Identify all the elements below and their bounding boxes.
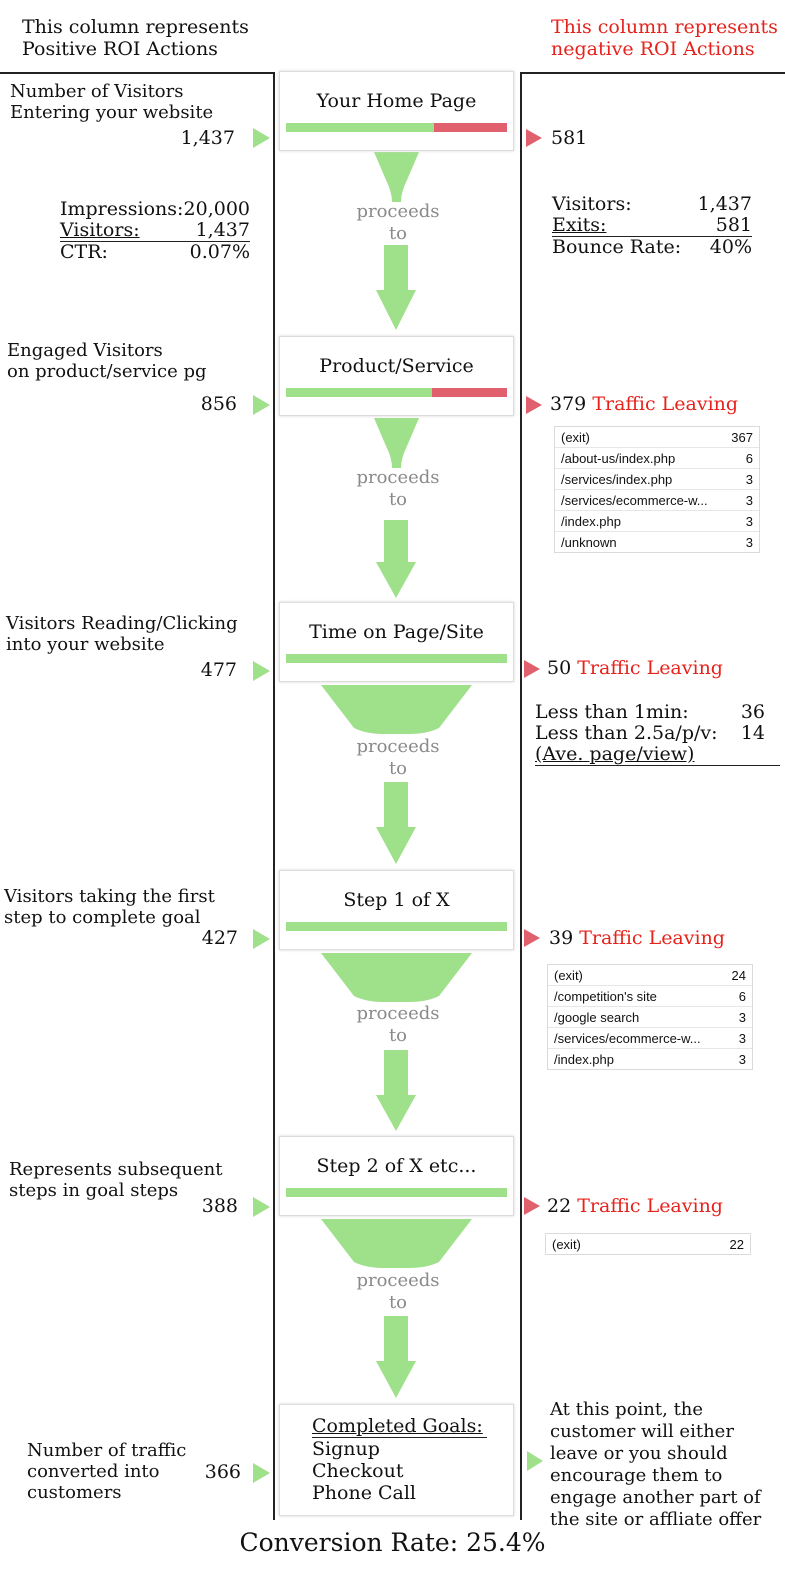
arrow-shaft-2 (384, 520, 408, 562)
step5-bar (286, 1188, 507, 1197)
step2-left-label: Engaged Visitors on product/service pg (7, 340, 207, 382)
arrow-head-1 (376, 290, 416, 330)
right-column-line (520, 72, 522, 1520)
time-stats: Less than 1min:36 Less than 2.5a/p/v:14 … (535, 702, 785, 766)
funnel-shape-1 (374, 152, 419, 202)
step4-positive-arrow-icon (253, 929, 270, 949)
step4-right-value: 39 Traffic Leaving (549, 927, 725, 949)
step3-negative-arrow-icon (524, 660, 540, 678)
step5-value: 388 (201, 1195, 238, 1217)
step5-negative-arrow-icon (524, 1197, 540, 1215)
right-top-rule (520, 72, 785, 74)
step5-positive-arrow-icon (253, 1197, 270, 1217)
step4-value: 427 (201, 927, 238, 949)
step4-box-title: Step 1 of X (343, 889, 450, 911)
completed-goals-box: Completed Goals: Signup Checkout Phone C… (279, 1404, 514, 1516)
step5-box: Step 2 of X etc... (279, 1136, 514, 1216)
step1-box-title: Your Home Page (316, 90, 477, 112)
step4-bar (286, 922, 507, 931)
step2-bar (286, 388, 507, 397)
funnel-shape-2 (374, 418, 419, 468)
step3-box-title: Time on Page/Site (309, 621, 484, 643)
left-column-header: This column represents Positive ROI Acti… (22, 16, 249, 60)
step5-right-value: 22 Traffic Leaving (547, 1195, 723, 1217)
step1-value: 1,437 (180, 127, 235, 149)
arrow-head-5 (376, 1361, 416, 1398)
step2-box-title: Product/Service (319, 355, 474, 377)
step4-negative-arrow-icon (524, 929, 540, 947)
step1-box: Your Home Page (279, 71, 514, 151)
funnel-shape-3 (321, 685, 472, 734)
step5-box-title: Step 2 of X etc... (316, 1155, 477, 1177)
step1-negative-arrow-icon (526, 129, 542, 147)
arrow-shaft-3 (384, 782, 408, 827)
final-positive-arrow-icon (253, 1463, 270, 1483)
final-right-arrow-icon (527, 1451, 543, 1471)
step1-bar (286, 123, 507, 132)
step3-positive-arrow-icon (253, 661, 270, 681)
left-column-line (273, 72, 275, 1520)
step4-left-label: Visitors taking the first step to comple… (4, 886, 215, 928)
arrow-shaft-1 (384, 245, 408, 290)
final-right-text: At this point, the customer will either … (550, 1399, 762, 1530)
arrow-head-3 (376, 827, 416, 864)
step2-value: 856 (200, 393, 237, 415)
step3-left-label: Visitors Reading/Clicking into your webs… (6, 613, 238, 655)
step1-left-label: Number of Visitors Entering your website (10, 81, 214, 123)
impressions-stats: Impressions:20,000 Visitors:1,437 CTR:0.… (60, 198, 250, 263)
table-row: (exit)22 (552, 1236, 744, 1252)
step4-box: Step 1 of X (279, 870, 514, 950)
step1-bar-negative (434, 123, 507, 132)
step2-bar-negative (431, 388, 507, 397)
bounce-stats: Visitors:1,437 Exits:581 Bounce Rate:40% (552, 193, 752, 258)
final-value: 366 (204, 1461, 241, 1483)
arrow-shaft-4 (384, 1050, 408, 1095)
arrow-head-4 (376, 1095, 416, 1131)
step1-right-value: 581 (551, 127, 588, 149)
funnel-shape-5 (321, 1219, 472, 1268)
completed-goals-list: Completed Goals: Signup Checkout Phone C… (312, 1415, 487, 1504)
exit-pages-table-3: (exit)22 (545, 1233, 751, 1255)
step5-left-label: Represents subsequent steps in goal step… (9, 1159, 223, 1201)
step3-right-value: 50 Traffic Leaving (547, 657, 723, 679)
step3-box: Time on Page/Site (279, 602, 514, 682)
step1-positive-arrow-icon (253, 128, 270, 148)
left-top-rule (0, 72, 273, 74)
funnel-shape-4 (321, 953, 472, 1002)
arrow-head-2 (376, 562, 416, 598)
step3-bar (286, 654, 507, 663)
table-row: (exit)24 (554, 967, 746, 983)
step2-right-value: 379 Traffic Leaving (550, 393, 739, 415)
arrow-shaft-5 (384, 1316, 408, 1361)
final-left-label: Number of traffic converted into custome… (27, 1440, 187, 1503)
table-row: /services/ecommerce-w...3 (555, 489, 759, 510)
funnel-connectors (321, 152, 472, 1398)
right-column-header: This column represents negative ROI Acti… (551, 16, 778, 60)
step2-negative-arrow-icon (526, 396, 542, 414)
step2-box: Product/Service (279, 336, 514, 416)
table-row: (exit)367 (561, 429, 753, 445)
step3-value: 477 (200, 659, 237, 681)
table-row: /services/ecommerce-w...3 (548, 1027, 752, 1048)
step2-positive-arrow-icon (253, 395, 270, 415)
conversion-rate: Conversion Rate: 25.4% (239, 1528, 546, 1557)
